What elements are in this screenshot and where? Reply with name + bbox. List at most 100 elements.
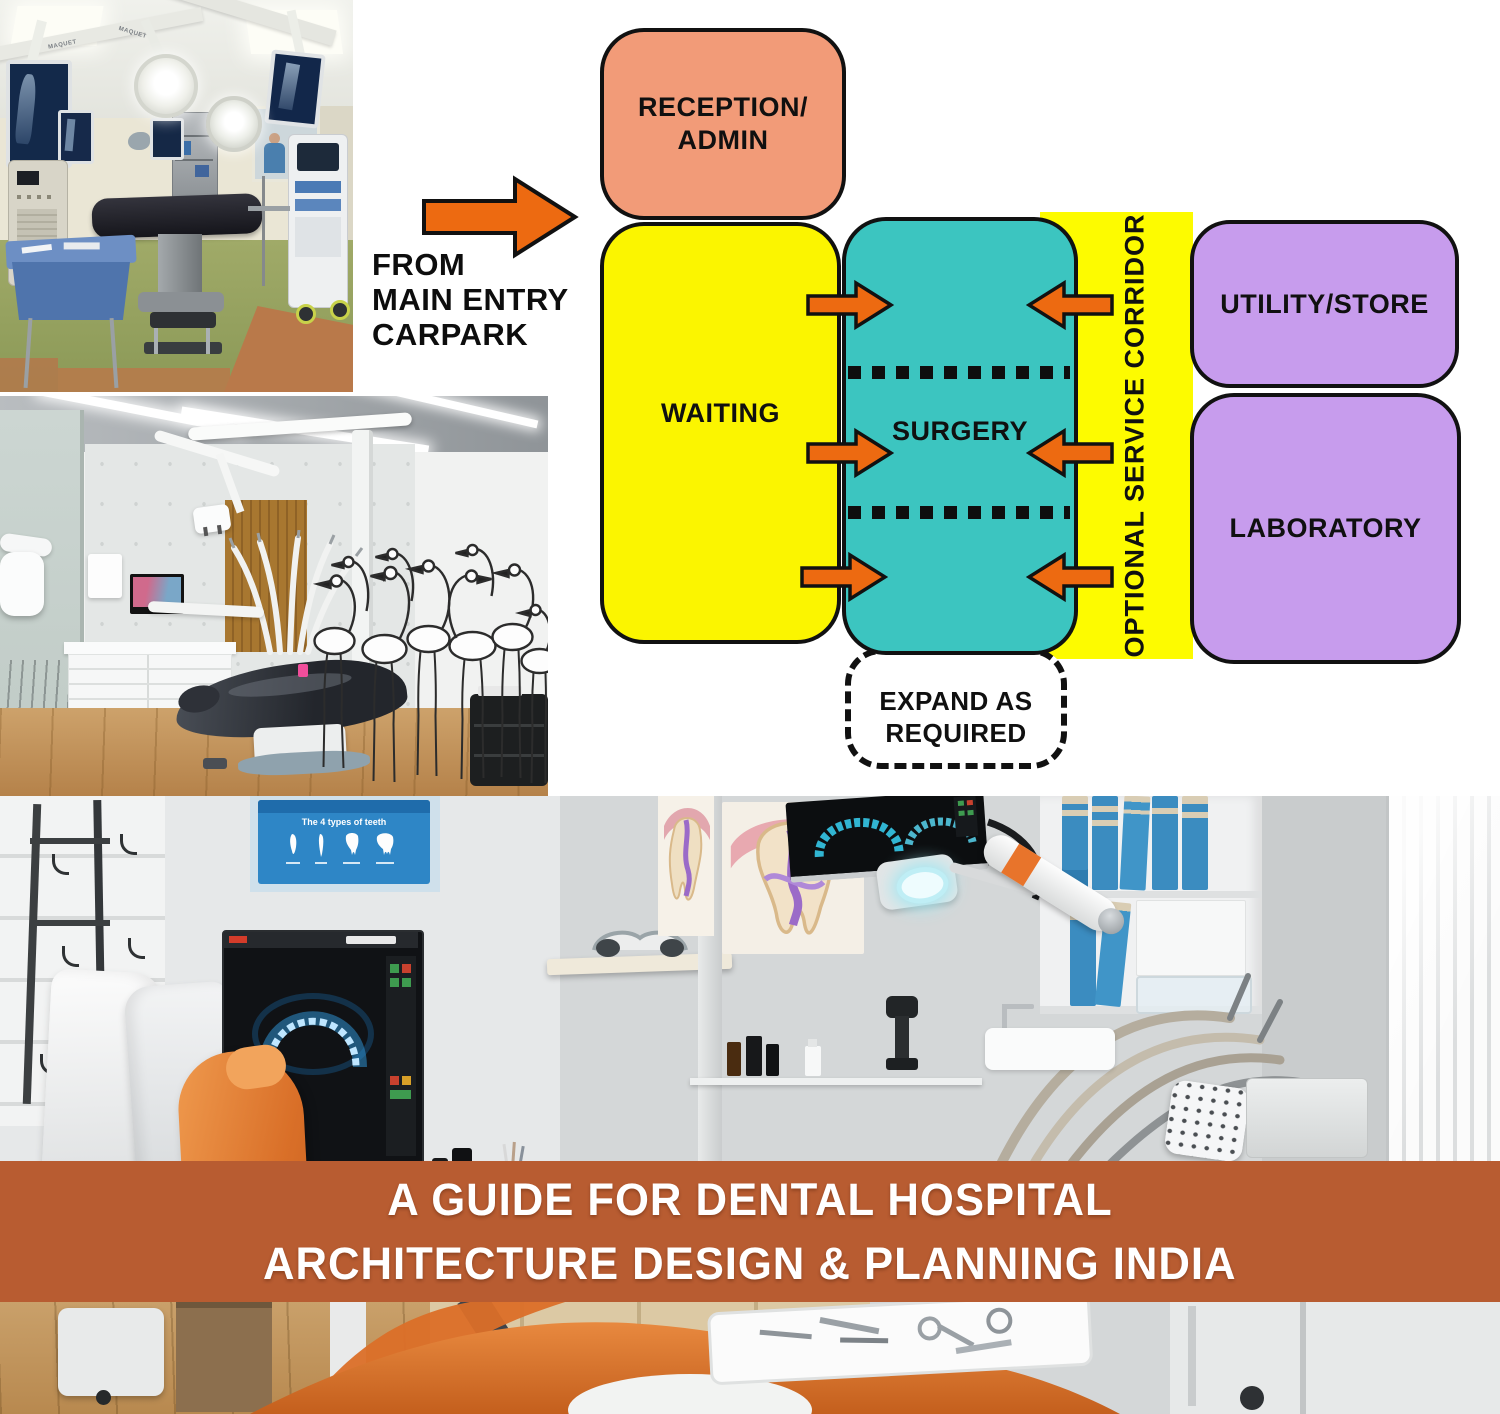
laboratory-label: LABORATORY — [1229, 513, 1422, 543]
dc-cart-items — [478, 686, 522, 696]
or-tray-stand — [248, 206, 290, 211]
entry-line: CARPARK — [372, 317, 529, 352]
or-iv-stand — [262, 176, 265, 286]
or-operating-table — [91, 193, 263, 239]
or-equipment-cart — [288, 134, 348, 308]
or-cart-wheel — [296, 304, 316, 324]
do-shelf-bottle — [766, 1044, 779, 1076]
expand-label-line: REQUIRED — [885, 718, 1027, 748]
expand-as-required-box: EXPAND AS REQUIRED — [845, 648, 1067, 769]
do-tooth-icons — [286, 833, 394, 864]
dc-cart-shelf — [474, 724, 544, 727]
or-cart-screen — [297, 143, 339, 171]
do-ui-chip — [390, 1090, 411, 1099]
or-step-stool-base — [144, 342, 222, 354]
do-rack-hook — [120, 834, 137, 855]
do-sink — [985, 1028, 1115, 1070]
or-monitor — [264, 49, 326, 129]
or-table-pedestal — [158, 234, 202, 296]
do-tooth-anatomy-poster — [658, 796, 714, 936]
do-stool-wheel — [96, 1390, 111, 1405]
do-binder — [1152, 796, 1178, 890]
dental-office-photo: The 4 types of teeth — [0, 796, 1500, 1414]
do-lamp-glow — [894, 863, 951, 907]
do-scope-head — [886, 996, 918, 1018]
or-person-scrubs — [264, 143, 285, 173]
do-pump-nozzle — [808, 1039, 817, 1047]
or-table-base — [138, 292, 224, 312]
do-ui-chip — [402, 1076, 411, 1085]
do-poster-title: The 4 types of teeth — [301, 817, 387, 827]
or-monitor — [150, 118, 184, 160]
do-tooth-diagram — [664, 808, 710, 901]
dental-clinic-photo — [0, 396, 548, 796]
or-machine-screen — [17, 171, 39, 185]
flow-arrow-left-icon — [1026, 279, 1114, 331]
do-overhead-monitor — [785, 796, 989, 883]
do-rack-crossbar — [30, 838, 110, 844]
or-cart-wheel — [330, 300, 350, 320]
do-ui-panel — [386, 956, 416, 1156]
do-rack-hook — [62, 946, 79, 967]
do-sterilizer — [1246, 1078, 1368, 1158]
do-faucet — [1002, 1004, 1007, 1030]
room-box-laboratory: LABORATORY — [1190, 393, 1461, 664]
or-cabinet-shelf — [175, 159, 213, 161]
do-safety-goggles — [592, 930, 688, 957]
surgery-divider-dotted — [848, 506, 1070, 519]
or-surgical-light — [206, 96, 262, 152]
flow-arrow-right-icon — [806, 279, 894, 331]
or-instruments — [63, 242, 100, 250]
or-cart-drawer — [295, 199, 341, 211]
dc-xray-head — [0, 552, 44, 616]
do-microscope — [886, 996, 918, 1074]
reception-label-line: ADMIN — [677, 125, 769, 155]
do-ui-chip — [390, 964, 399, 973]
do-chair-closeup — [250, 1296, 1500, 1414]
or-cart-drawer — [295, 217, 341, 257]
dc-support-pole — [352, 430, 373, 698]
do-ui-chip — [402, 964, 411, 973]
dc-counter — [64, 642, 236, 654]
do-scope-body — [895, 1016, 909, 1058]
or-stool-leg — [154, 328, 158, 354]
or-elephant-decal — [128, 132, 150, 150]
do-binder-row — [1062, 796, 1212, 891]
or-xray-image — [64, 118, 76, 152]
dc-flamingo-mural — [312, 543, 548, 784]
do-teeth-poster: The 4 types of teeth — [258, 800, 430, 884]
flow-arrow-right-icon — [806, 427, 894, 479]
do-shelf-board — [1040, 891, 1262, 898]
operating-room-photo: MAQUET MAQUET — [0, 0, 353, 392]
or-xray-image — [14, 73, 38, 145]
do-faucet — [1002, 1004, 1034, 1009]
or-monitor — [58, 110, 94, 164]
or-machine-knobs — [17, 195, 57, 199]
do-binder — [1119, 796, 1151, 891]
dc-instrument-arms — [228, 530, 364, 655]
do-ui-chip — [402, 978, 411, 987]
title-banner: A GUIDE FOR DENTAL HOSPITAL ARCHITECTURE… — [0, 1161, 1500, 1302]
or-drape-table-skirt — [12, 262, 130, 320]
do-soap-pump — [805, 1039, 821, 1076]
do-shelf-bottle — [746, 1036, 762, 1076]
do-scope-base — [886, 1058, 918, 1070]
or-instruments — [21, 243, 53, 254]
or-cart-drawer — [295, 181, 341, 193]
room-box-waiting: WAITING — [600, 222, 841, 644]
do-scan-arches — [814, 796, 979, 858]
do-binder — [1182, 796, 1208, 890]
flow-arrow-left-icon — [1026, 551, 1114, 603]
do-poster-header — [258, 800, 430, 813]
utility-label: UTILITY/STORE — [1220, 288, 1429, 319]
do-chair-control-panel — [1163, 1078, 1251, 1164]
or-cabinet-supplies — [195, 165, 209, 177]
banner-line-1: A GUIDE FOR DENTAL HOSPITAL — [387, 1173, 1113, 1225]
room-box-utility-store: UTILITY/STORE — [1190, 220, 1459, 388]
or-cabinet-shelf — [175, 135, 213, 137]
do-shelf-bottle — [727, 1042, 741, 1076]
or-xray-image — [278, 62, 301, 111]
do-stool — [58, 1308, 164, 1396]
banner-line-2: ARCHITECTURE DESIGN & PLANNING INDIA — [263, 1237, 1237, 1289]
